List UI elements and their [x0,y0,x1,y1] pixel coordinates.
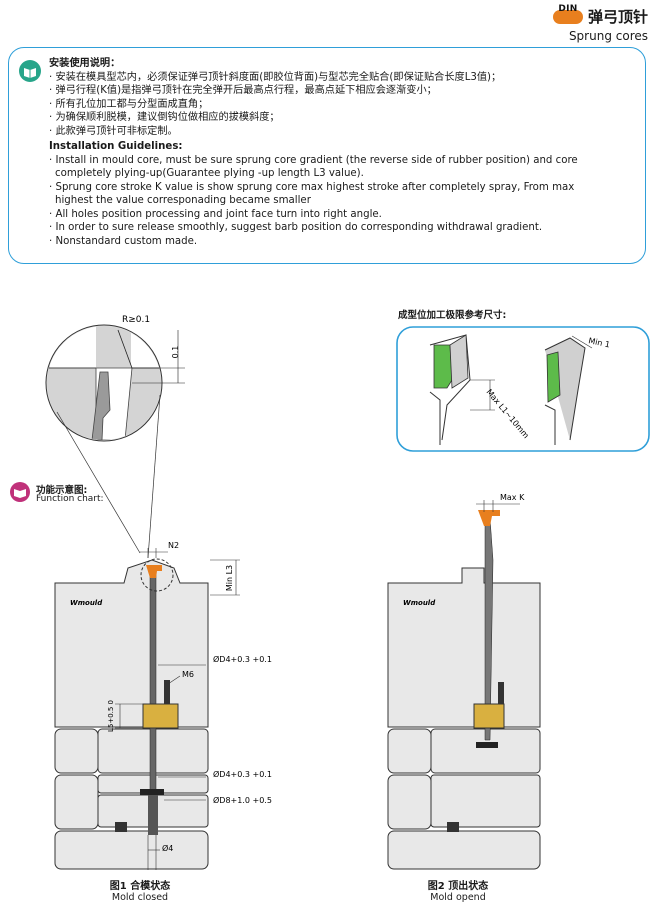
guideline-cn-2: · 弹弓行程(K值)是指弹弓顶针在完全弹开后最高点行程，最高点延下相应会逐渐变小… [49,85,437,96]
l5-label: L5+0.5 0 [107,700,115,732]
fig1-brand: Wmould [70,599,103,607]
fig1-caption-en: Mold closed [111,892,169,903]
fig2-caption-cn: 图2 顶出状态 [427,881,489,892]
book-icon [19,60,41,82]
detail-dim-label: 0.1 [171,346,180,359]
fig2-caption: 图2 顶出状态 Mold opend [408,877,508,903]
detail-magnified-circle: R≥0.1 0.1 [45,315,185,559]
d4-mid-label: ØD4+0.3 +0.1 [213,769,272,779]
limits-title: 成型位加工极限参考尺寸: [398,310,507,321]
installation-guidelines-box: 安装使用说明： · 安装在模具型芯内，必须保证弹弓顶针斜度面(即胶位背面)与型芯… [8,47,646,264]
book-icon [10,482,30,502]
guideline-en-3: · All holes position processing and join… [49,208,382,220]
guidelines-title-en: Installation Guidelines: [49,141,183,152]
din-badge: DIN [552,4,583,24]
function-title-cn: 功能示意图: [36,485,88,496]
guideline-cn-3: · 所有孔位加工都与分型面成直角； [49,98,209,110]
guideline-en-2b: highest the value corresponading became … [55,195,311,206]
guideline-en-1b: completely plying-up(Guarantee plying -u… [55,168,364,179]
r-label: R≥0.1 [122,315,150,325]
d4-top-label: ØD4+0.3 +0.1 [213,654,272,664]
limits-reference-box: Max L1~10mm Min 1 [396,326,650,452]
guideline-cn-4: · 为确保顺利脱模，建议倒钩位做相应的拔模斜度； [49,112,280,123]
guideline-en-2: · Sprung core stroke K value is show spr… [49,181,575,193]
fig2-brand: Wmould [403,599,436,607]
min-l3-label: Min L3 [225,565,234,591]
phi4-label: Ø4 [162,843,173,853]
fig1-mold-closed: Wmould Min L3 N2 ØD4+0.3 +0.1 M6 L5+0.5 … [54,541,272,870]
max-k-label: Max K [500,493,525,502]
title-cn: 弹弓顶针 [587,8,648,26]
fig1-caption: 图1 合模状态 Mold closed [90,877,190,903]
m6-label: M6 [182,670,194,679]
guidelines-title-cn: 安装使用说明： [49,58,121,69]
guideline-cn-5: · 此款弹弓顶针可非标定制。 [49,125,178,137]
guideline-en-4: · In order to sure release smoothly, sug… [49,222,543,233]
guideline-en-5: · Nonstandard custom made. [49,235,198,247]
function-title-en: Function chart: [36,494,104,504]
guideline-cn-1: · 安装在模具型芯内，必须保证弹弓顶针斜度面(即胶位背面)与型芯完全贴合(即保证… [49,71,502,83]
din-badge-label: DIN [558,3,578,14]
fig1-caption-cn: 图1 合模状态 [109,881,171,892]
n2-label: N2 [168,541,179,550]
fig2-caption-en: Mold opend [430,892,486,903]
page-header: DIN 弹弓顶针 Sprung cores [552,4,648,43]
fig2-mold-open: Wmould Max K [387,493,541,870]
min-1-label: Min 1 [588,336,611,349]
guideline-en-1: · Install in mould core, must be sure sp… [49,154,578,166]
title-en: Sprung cores [568,29,648,43]
d8-label: ØD8+1.0 +0.5 [213,795,272,805]
